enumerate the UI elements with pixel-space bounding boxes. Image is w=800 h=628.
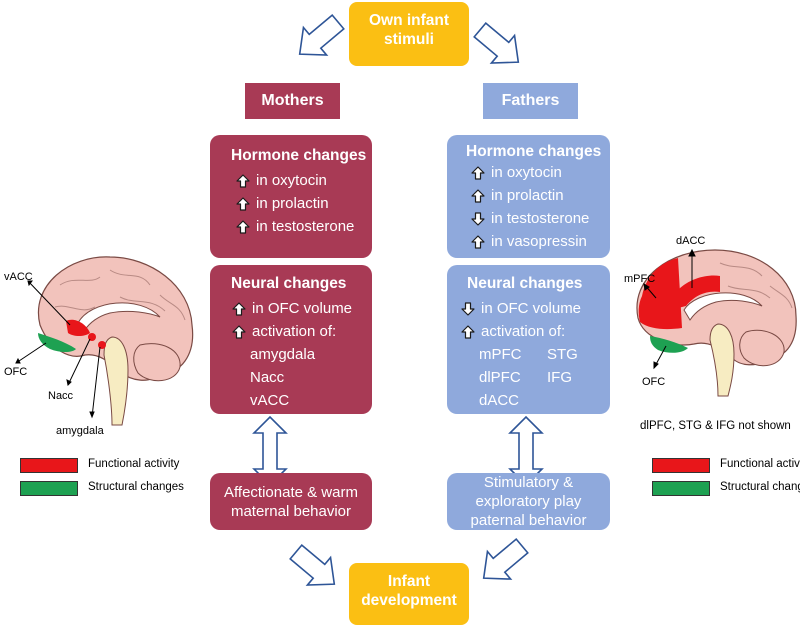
fathers-neural-line: in OFC volume xyxy=(461,297,600,320)
right-brain-cerebellum xyxy=(739,329,785,367)
fathers-hormone-title: Hormone changes xyxy=(466,143,602,160)
fathers-region-item: mPFC xyxy=(479,346,522,363)
right-legend-functional-swatch xyxy=(652,458,710,473)
fathers-hormone-line: in testosterone xyxy=(471,207,600,230)
mothers-neural-text: in OFC volume xyxy=(252,300,353,317)
left-brain-illustration: vACC OFC Nacc amygdala xyxy=(4,256,194,437)
right-legend-structural-swatch xyxy=(652,481,710,496)
fathers-hormone-line: in prolactin xyxy=(471,184,600,207)
mothers-hormone-text: in testosterone xyxy=(256,218,355,235)
mothers-region-item: amygdala xyxy=(250,346,316,363)
left-brain-label-ofc: OFC xyxy=(4,366,27,378)
fathers-region-item: dACC xyxy=(479,392,520,409)
mothers-hormone-line: in testosterone xyxy=(236,215,362,238)
left-brain-amygdala-dot xyxy=(98,341,106,349)
left-brain-cerebellum xyxy=(133,343,181,382)
mothers-hormone-line: in prolactin xyxy=(236,192,362,215)
right-brain-note: dlPFC, STG & IFG not shown xyxy=(640,420,791,432)
arrow-bottom-left xyxy=(283,537,347,599)
right-brain-ofc-region xyxy=(650,336,688,353)
mothers-neural-line: activation of: xyxy=(232,320,362,343)
right-legend-structural-label: Structural changes xyxy=(720,481,800,493)
mothers-neural-text: activation of: xyxy=(252,323,337,340)
fathers-header: Fathers xyxy=(483,83,578,119)
left-legend-structural-label: Structural changes xyxy=(88,481,184,493)
mothers-header: Mothers xyxy=(245,83,340,119)
fathers-neural-panel: Neural changes in OFC volume activation o… xyxy=(447,265,610,414)
right-brain-gyri xyxy=(719,262,793,309)
right-brain-mpfc-region xyxy=(638,258,682,330)
mothers-hormone-line: in oxytocin xyxy=(236,169,362,192)
left-brain-label-nacc: Nacc xyxy=(48,390,74,402)
mothers-behavior-text: Affectionate & warm maternal behavior xyxy=(224,483,358,520)
left-brain-pointers xyxy=(15,280,101,419)
arrow-down-icon xyxy=(471,211,491,226)
mothers-hormone-text: in oxytocin xyxy=(256,172,327,189)
left-brain-ofc-region xyxy=(38,333,76,352)
left-brain-label-vacc: vACC xyxy=(4,271,33,283)
mothers-neural-title: Neural changes xyxy=(231,275,347,292)
mothers-region-item: Nacc xyxy=(250,369,285,386)
left-legend-functional-swatch xyxy=(20,458,78,473)
left-brain-corpus-callosum xyxy=(77,302,161,332)
left-brain-vacc-region xyxy=(66,319,90,336)
right-brain-label-dacc: dACC xyxy=(676,235,705,247)
fathers-neural-title: Neural changes xyxy=(467,275,583,292)
mothers-behavior-box: Affectionate & warm maternal behavior xyxy=(210,473,372,530)
right-brain-label-mpfc: mPFC xyxy=(624,273,655,285)
fathers-neural-text: activation of: xyxy=(481,323,566,340)
arrow-bottom-right xyxy=(471,531,535,593)
arrow-up-icon xyxy=(461,324,481,339)
right-legend-functional-label: Functional activity xyxy=(720,458,800,470)
arrow-up-icon xyxy=(232,324,252,339)
fathers-neural-line: activation of: xyxy=(461,320,600,343)
arrow-up-icon xyxy=(471,234,491,249)
right-brain-corpus-callosum xyxy=(683,292,763,321)
fathers-hormone-text: in prolactin xyxy=(491,187,564,204)
fathers-hormone-text: in vasopressin xyxy=(491,233,587,250)
arrow-up-icon xyxy=(471,188,491,203)
mothers-hormone-panel: Hormone changes in oxytocin in prolactin i… xyxy=(210,135,372,258)
mothers-neural-panel: Neural changes in OFC volume activation o… xyxy=(210,265,372,414)
arrow-up-icon xyxy=(471,165,491,180)
arrow-up-icon xyxy=(236,219,256,234)
fathers-hormone-text: in oxytocin xyxy=(491,164,562,181)
fathers-behavior-text: Stimulatory & exploratory play paternal … xyxy=(470,474,587,529)
fathers-region-item: STG xyxy=(547,346,578,363)
left-legend-functional-label: Functional activity xyxy=(88,458,180,470)
right-brain-label-ofc: OFC xyxy=(642,376,665,388)
fathers-region-item: IFG xyxy=(547,369,572,386)
left-brain-gyri xyxy=(54,269,186,321)
mothers-region-item: vACC xyxy=(250,392,290,409)
fathers-hormone-line: in vasopressin xyxy=(471,230,600,253)
arrow-up-icon xyxy=(236,196,256,211)
arrow-top-left xyxy=(287,7,351,69)
fathers-behavior-box: Stimulatory & exploratory play paternal … xyxy=(447,473,610,530)
arrow-top-right xyxy=(467,15,531,77)
left-brain-label-amygdala: amygdala xyxy=(56,425,105,437)
fathers-hormone-text: in testosterone xyxy=(491,210,590,227)
mothers-neural-line: in OFC volume xyxy=(232,297,362,320)
mothers-hormone-text: in prolactin xyxy=(256,195,329,212)
left-legend-structural-swatch xyxy=(20,481,78,496)
right-brain-dacc-region xyxy=(678,275,720,308)
left-brain-stem xyxy=(103,336,129,426)
fathers-region-item: dlPFC xyxy=(479,369,521,386)
right-brain-pointers xyxy=(643,248,696,370)
right-brain-illustration: dACC mPFC OFC xyxy=(624,235,797,397)
infant-development-box: Infant development xyxy=(349,563,469,625)
own-infant-stimuli-box: Own infant stimuli xyxy=(349,2,469,66)
fathers-hormone-panel: Hormone changes in oxytocin in prolactin i… xyxy=(447,135,610,258)
mothers-hormone-title: Hormone changes xyxy=(231,147,367,164)
arrow-up-icon xyxy=(236,173,256,188)
fathers-neural-text: in OFC volume xyxy=(481,300,582,317)
fathers-hormone-line: in oxytocin xyxy=(471,161,600,184)
arrow-down-icon xyxy=(461,301,481,316)
arrow-up-icon xyxy=(232,301,252,316)
right-brain-stem xyxy=(709,323,735,397)
